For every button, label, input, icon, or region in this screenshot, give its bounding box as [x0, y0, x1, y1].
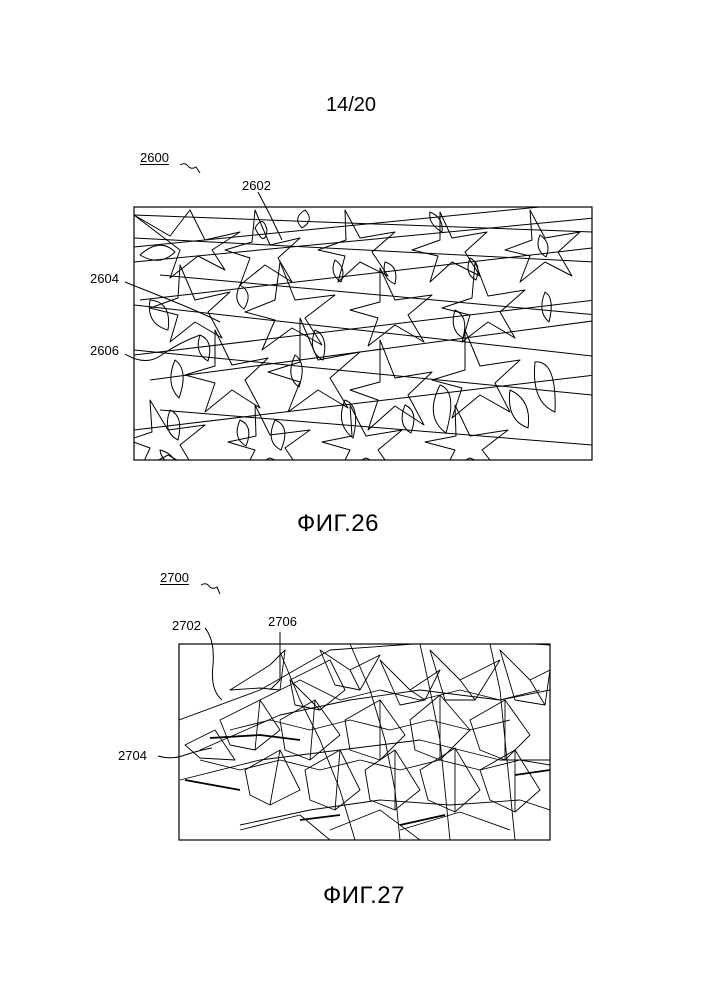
fig26-squiggle-arrow — [180, 164, 200, 173]
fig26-mesh-panel — [125, 192, 600, 470]
fig27-mesh-panel — [158, 628, 550, 840]
fig27-squiggle-arrow — [201, 584, 220, 594]
